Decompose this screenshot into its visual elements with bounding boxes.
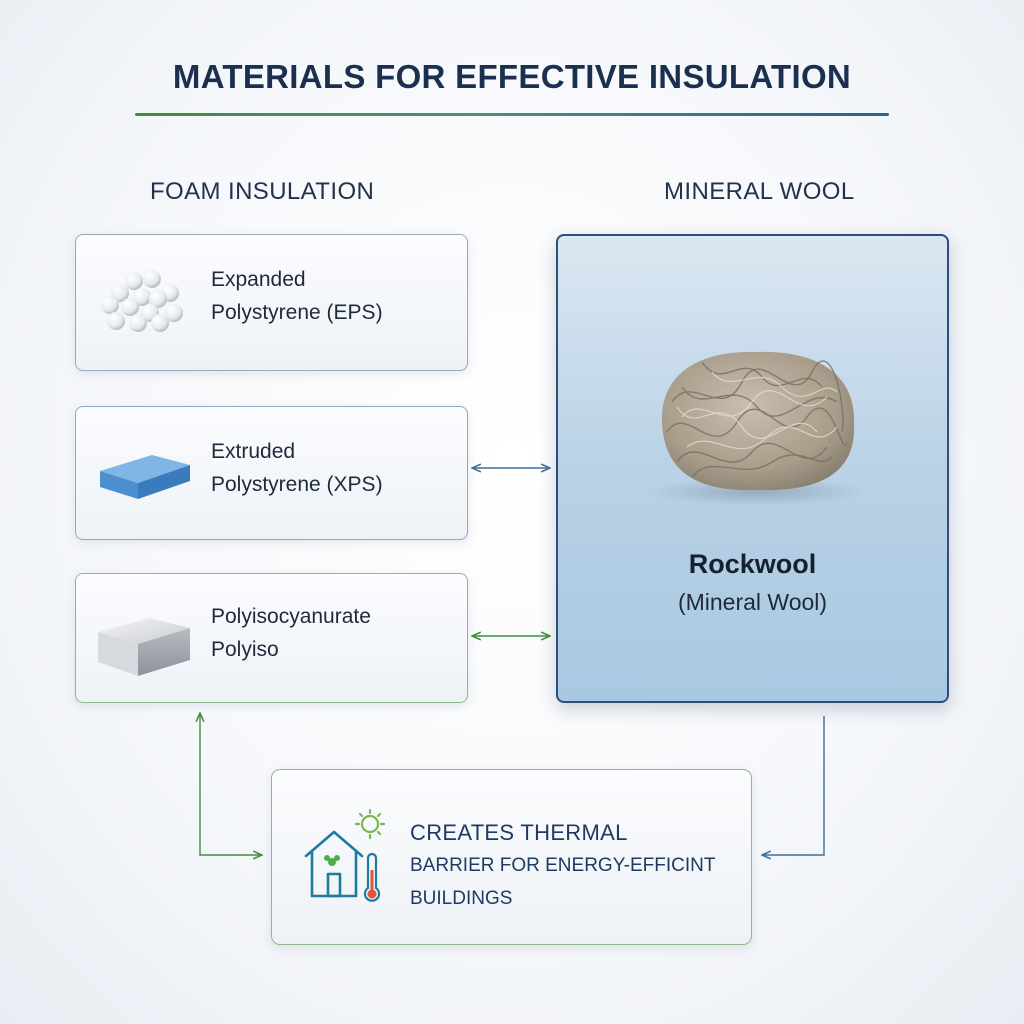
- polyiso-label-line1: Polyisocyanurate: [211, 605, 371, 628]
- xps-label-line2: Polystyrene (XPS): [211, 473, 383, 496]
- mineral-wool-heading: MINERAL WOOL: [664, 178, 855, 205]
- rockwool-fibers-icon: [647, 351, 867, 506]
- polyiso-card: Polyisocyanurate Polyiso: [75, 573, 468, 703]
- foam-beads-icon: [101, 270, 183, 332]
- polyiso-label: Polyisocyanurate Polyiso: [211, 600, 371, 666]
- eco-house-thermometer-icon: [304, 808, 386, 902]
- page-title: MATERIALS FOR EFFECTIVE INSULATION: [172, 58, 852, 95]
- polyiso-result-arrow: [200, 713, 262, 855]
- thermal-barrier-line3: BUILDINGS: [410, 888, 513, 909]
- rockwool-card: Rockwool (Mineral Wool): [556, 234, 949, 703]
- foil-board-icon: [98, 618, 190, 676]
- thermal-barrier-line2: BARRIER FOR ENERGY-EFFICINT: [410, 855, 716, 876]
- eps-label-line1: Expanded: [211, 268, 306, 291]
- thermal-barrier-card: CREATES THERMAL BARRIER FOR ENERGY-EFFIC…: [271, 769, 752, 945]
- eps-label-line2: Polystyrene (EPS): [211, 301, 383, 324]
- rockwool-name: Rockwool: [688, 549, 817, 579]
- wool-result-arrow: [762, 716, 825, 855]
- foam-insulation-heading: FOAM INSULATION: [150, 178, 375, 205]
- eps-card: Expanded Polystyrene (EPS): [75, 234, 468, 371]
- thermal-barrier-text: CREATES THERMAL BARRIER FOR ENERGY-EFFIC…: [410, 816, 715, 915]
- xps-label: Extruded Polystyrene (XPS): [211, 435, 383, 501]
- rockwool-subtitle: (Mineral Wool): [677, 589, 828, 615]
- thermal-barrier-line1: CREATES THERMAL: [410, 820, 628, 845]
- polyiso-label-line2: Polyiso: [211, 638, 279, 661]
- xps-card: Extruded Polystyrene (XPS): [75, 406, 468, 540]
- xps-label-line1: Extruded: [211, 440, 296, 463]
- title-underline: [135, 113, 889, 116]
- eps-label: Expanded Polystyrene (EPS): [211, 263, 383, 329]
- blue-board-icon: [100, 455, 190, 499]
